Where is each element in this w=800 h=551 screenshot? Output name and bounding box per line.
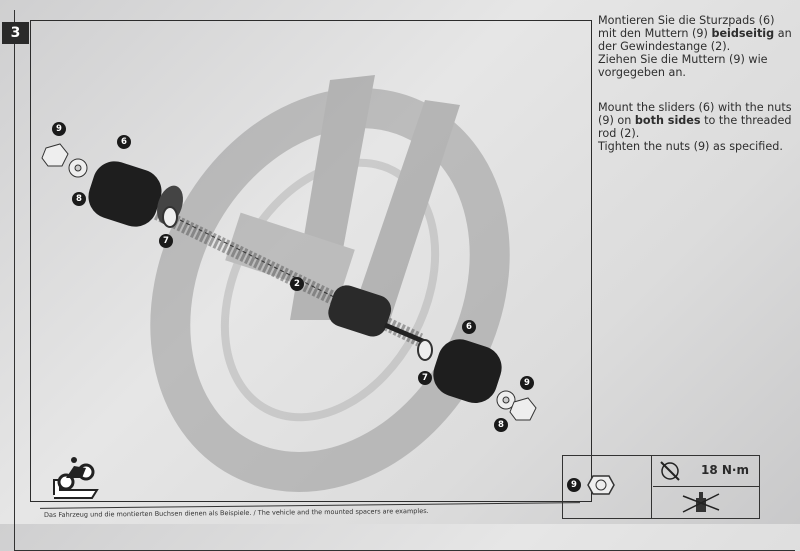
washer-left-inner [162,206,178,228]
callout-7: 7 [418,371,432,385]
nut-right [509,397,537,421]
text: Montieren Sie die Sturzpads (6) mit den … [598,14,775,40]
wheel-ghost [150,75,510,492]
callout-2: 2 [290,277,304,291]
assembly-illustration [41,75,537,499]
step-number: 3 [2,22,29,44]
washer-left [68,158,88,178]
callout-6: 6 [462,320,476,334]
nut-left [41,143,69,167]
text: Ziehen Sie die Muttern (9) wie vorgegebe… [598,53,768,79]
callout-8: 8 [494,418,508,432]
washer-right-inner [417,339,433,361]
text: to the threaded rod (2). [598,114,792,140]
instructions-english: Mount the sliders (6) with the nuts (9) … [598,101,793,153]
text: an der Gewindestange (2). [598,27,792,53]
callout-6: 6 [117,135,131,149]
torque-table: 9 18 N·m [562,455,760,519]
torque-cell: 18 N·m [653,456,759,487]
part-number-badge: 9 [567,478,581,492]
callout-7: 7 [159,234,173,248]
torque-value: 18 N·m [701,463,749,477]
washer-right [496,390,516,410]
illustration-panel [30,20,592,502]
text: Tighten the nuts (9) as specified. [598,140,783,153]
text-bold: both sides [634,114,701,127]
motorcycle-stand-icon [53,457,99,499]
text: Mount the sliders (6) with the nuts (9) … [598,101,792,127]
part-cell: 9 [563,456,652,518]
callout-9: 9 [520,376,534,390]
nut-icon [587,475,615,495]
no-threadlocker-icon [682,492,720,513]
instructions-german: Montieren Sie die Sturzpads (6) mit den … [598,14,793,79]
callout-8: 8 [72,192,86,206]
slider-right [433,339,502,404]
torque-wrench-icon [660,461,680,481]
spacer-center [328,285,426,345]
text-bold: beidseitig [711,27,775,40]
threaded-rod [126,193,424,347]
callout-9: 9 [52,122,66,136]
